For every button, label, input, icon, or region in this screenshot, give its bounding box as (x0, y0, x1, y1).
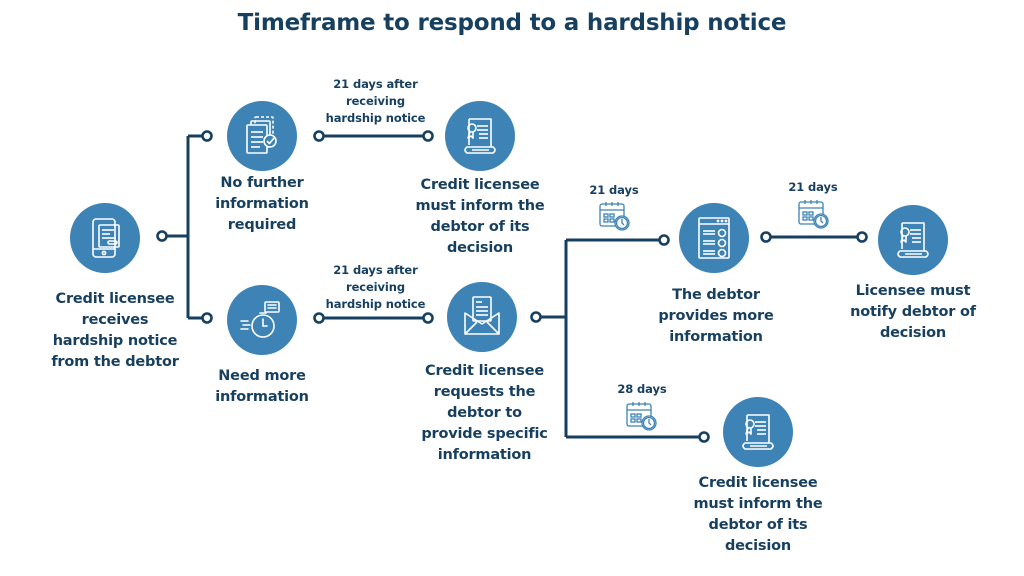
stopwatch-message-icon (240, 301, 280, 338)
connector-dot (760, 231, 772, 243)
node-receive-hardship-notice (70, 203, 140, 273)
connector-dot (156, 230, 168, 242)
label-receive: Credit licensee receives hardship notice… (51, 291, 179, 370)
connector-dot (422, 312, 434, 324)
certificate-scroll-icon (897, 222, 929, 258)
node-inform-decision-2 (723, 397, 793, 467)
label-debtor-provides: The debtor provides more information (658, 287, 774, 345)
documents-check-icon (246, 116, 277, 154)
duration-request-to-debtor: 21 days (589, 183, 639, 197)
node-need-more-information (227, 285, 297, 355)
duration-no-further-to-inform: 21 days after receiving hardship notice (325, 77, 426, 125)
node-request-information (447, 282, 517, 352)
duration-debtor-to-notify: 21 days (788, 180, 838, 194)
calendar-clock-icon (626, 402, 657, 431)
calendar-clock-icon (798, 200, 829, 229)
connector-request-branch (540, 238, 700, 439)
connector-dot (313, 312, 325, 324)
label-inform-2: Credit licensee must inform the debtor o… (693, 475, 823, 554)
label-no-further: No further information required (215, 175, 309, 233)
envelope-letter-icon (464, 296, 500, 335)
connector-dot (201, 130, 213, 142)
connector-dot (698, 431, 710, 443)
connector-dot (530, 311, 542, 323)
connector-dot (856, 231, 868, 243)
connector-receive-branch (166, 134, 203, 320)
duration-need-more-to-request: 21 days after receiving hardship notice (325, 263, 426, 311)
node-notify-decision (878, 205, 948, 275)
connector-dot (201, 312, 213, 324)
label-notify: Licensee must notify debtor of decision (850, 283, 976, 341)
checklist-icon (698, 217, 730, 259)
diagram-title: Timeframe to respond to a hardship notic… (237, 10, 787, 36)
label-inform-1: Credit licensee must inform the debtor o… (415, 177, 545, 256)
connector-dot (658, 234, 670, 246)
calendar-clock-icon (599, 202, 630, 231)
node-inform-decision-1 (445, 101, 515, 171)
tablet-document-icon (92, 218, 120, 258)
duration-request-to-inform-2: 28 days (617, 382, 667, 396)
certificate-scroll-icon (742, 414, 774, 450)
connector-dot (313, 130, 325, 142)
label-need-more: Need more information (215, 368, 309, 405)
label-request: Credit licensee requests the debtor to p… (421, 363, 548, 463)
node-no-further-information (227, 101, 297, 171)
certificate-scroll-icon (464, 118, 496, 154)
connector-dot (422, 130, 434, 142)
node-debtor-provides-information (679, 203, 749, 273)
